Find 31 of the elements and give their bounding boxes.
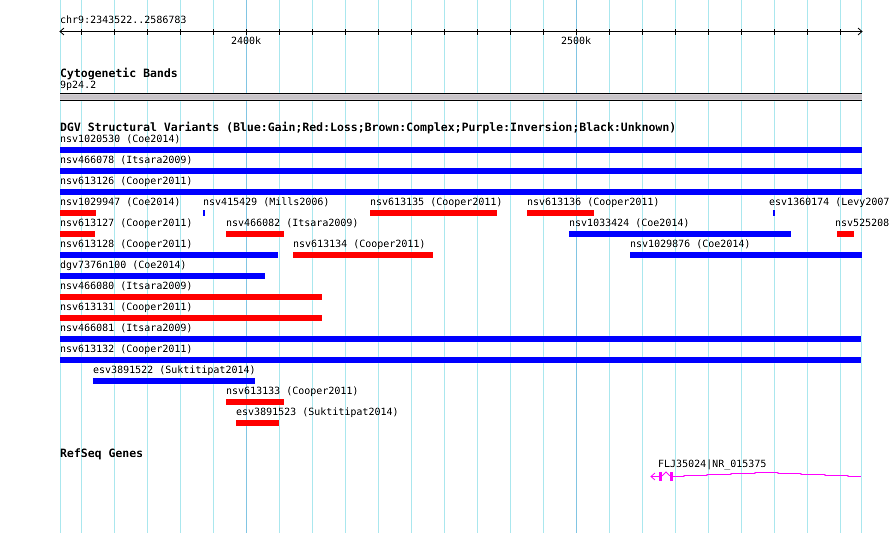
band-label: 9p24.2 xyxy=(60,80,96,92)
tick-label: 2400k xyxy=(230,36,262,48)
variant-label: nsv466078 (Itsara2009) xyxy=(60,155,192,167)
variant-label: nsv466081 (Itsara2009) xyxy=(60,323,192,335)
variant-label: nsv613133 (Cooper2011) xyxy=(226,386,358,398)
variant-label: nsv613126 (Cooper2011) xyxy=(60,176,192,188)
variant-label: nsv613127 (Cooper2011) xyxy=(60,218,192,230)
variant-label: nsv613131 (Cooper2011) xyxy=(60,302,192,314)
variant-label: nsv613135 (Cooper2011) xyxy=(370,197,502,209)
track-heading: DGV Structural Variants (Blue:Gain;Red:Loss;Brown:Complex;Purple:Inversion;Black:Unknown) xyxy=(60,121,676,134)
variant-label: esv1360174 (Levy2007 xyxy=(769,197,890,209)
variant-label: dgv7376n100 (Coe2014) xyxy=(60,260,186,272)
variant-label: nsv525208 xyxy=(835,218,890,230)
coordinate-label: chr9:2343522..2586783 xyxy=(60,15,186,27)
variant-label: esv3891523 (Suktitipat2014) xyxy=(236,407,399,419)
variant-label: nsv613128 (Cooper2011) xyxy=(60,239,192,251)
variant-label: nsv613132 (Cooper2011) xyxy=(60,344,192,356)
variant-label: nsv1029947 (Coe2014) xyxy=(60,197,180,209)
variant-label: nsv415429 (Mills2006) xyxy=(203,197,330,209)
variant-label: nsv613134 (Cooper2011) xyxy=(293,239,426,251)
track-heading: RefSeq Genes xyxy=(60,447,144,460)
variant-label: nsv1020530 (Coe2014) xyxy=(60,134,180,146)
variant-label: esv3891522 (Suktitipat2014) xyxy=(93,365,256,377)
variant-label: nsv613136 (Cooper2011) xyxy=(527,197,660,209)
variant-label: nsv1029876 (Coe2014) xyxy=(630,239,750,251)
track-heading: Cytogenetic Bands xyxy=(60,67,178,80)
tick-label: 2500k xyxy=(560,36,592,48)
variant-label: nsv466080 (Itsara2009) xyxy=(60,281,192,293)
variant-label: nsv1033424 (Coe2014) xyxy=(569,218,690,230)
variant-label: nsv466082 (Itsara2009) xyxy=(226,218,358,230)
gene-label: FLJ35024|NR_015375 xyxy=(658,459,766,471)
